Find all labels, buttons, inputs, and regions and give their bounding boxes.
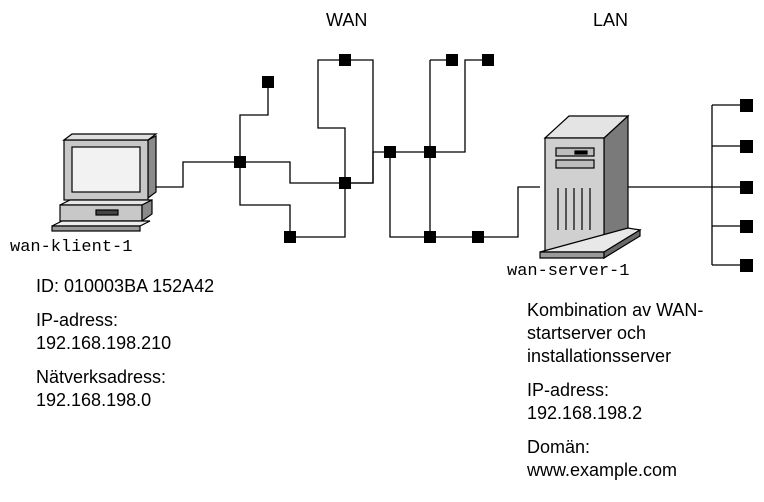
router-node [424,231,436,243]
router-node [339,177,351,189]
router-node [446,54,458,66]
server-info: Kombination av WAN- startserver och inst… [527,299,703,482]
router-node [482,54,494,66]
wan-zone-label: WAN [326,10,368,30]
router-node [284,231,296,243]
server-desc-line3: installationsserver [527,346,672,366]
server-ip-label: IP-adress: [527,380,610,400]
lan-zone-label: LAN [593,10,629,30]
lan-node [740,181,753,194]
lan-node [740,259,753,272]
router-node [339,54,351,66]
lan-node [740,99,753,112]
server-desc-line1: Kombination av WAN- [527,300,704,320]
router-node [472,231,484,243]
router-node [424,146,436,158]
lan-nodes [740,99,753,272]
lan-node [740,140,753,153]
client-info: ID: 010003BA 152A42 IP-adress: 192.168.1… [36,275,214,412]
client-ip-label: IP-adress: [36,310,119,330]
wan-links [155,59,540,238]
lan-node [740,220,753,233]
server-desc-line2: startserver och [527,323,647,343]
client-network-label: Nätverksadress: [36,367,167,387]
router-node [262,76,274,88]
router-node [234,156,246,168]
server-hostname: wan-server-1 [507,262,630,281]
client-network-value: 192.168.198.0 [36,390,152,410]
router-node [384,146,396,158]
client-id: ID: 010003BA 152A42 [36,276,215,296]
wan-nodes [234,54,494,243]
client-hostname: wan-klient-1 [10,238,133,257]
client-ip-value: 192.168.198.210 [36,333,172,353]
client-computer-icon [51,133,158,232]
server-tower-icon [539,114,642,260]
server-ip-value: 192.168.198.2 [527,403,643,423]
server-domain-value: www.example.com [527,460,678,480]
lan-links [628,104,740,266]
server-domain-label: Domän: [527,437,591,457]
